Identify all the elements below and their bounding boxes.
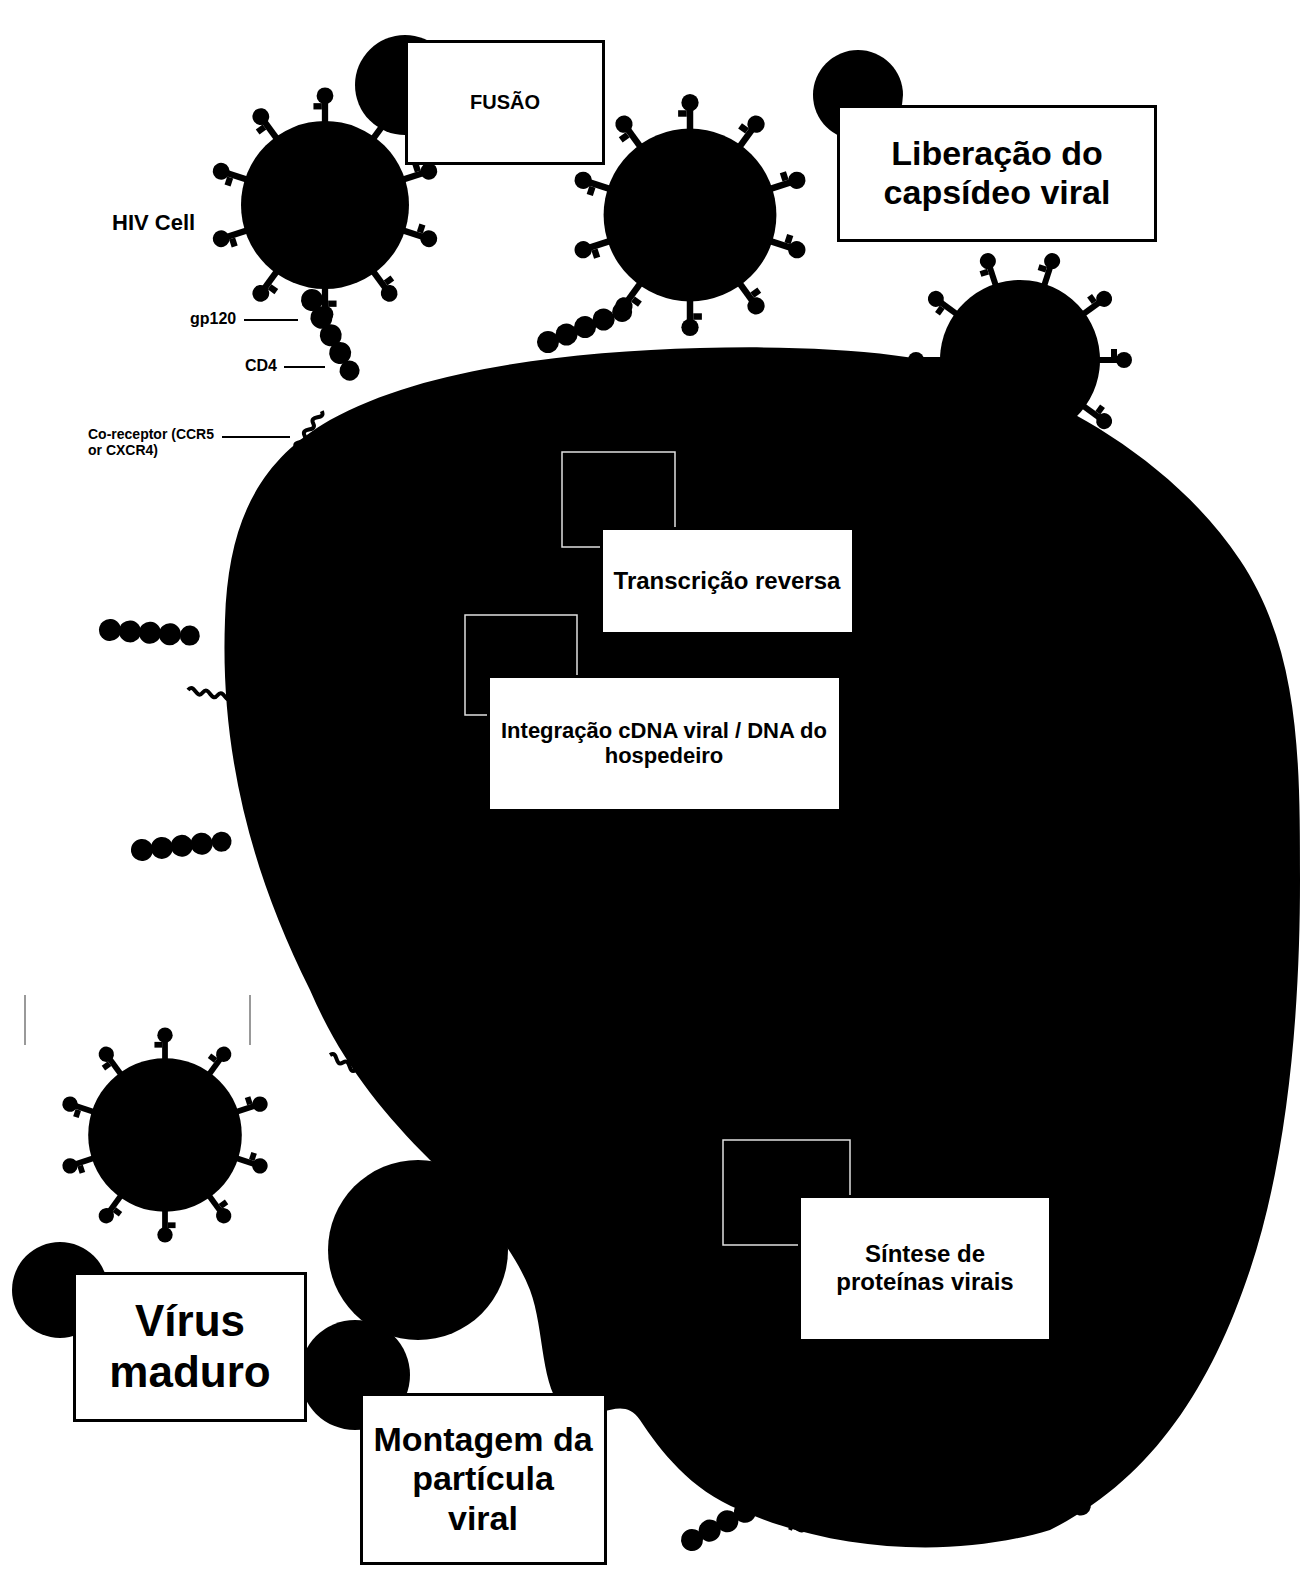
bracket-line	[249, 995, 251, 1045]
step-box: Liberação do capsídeo viral	[837, 105, 1157, 242]
mature-virion	[59, 1027, 270, 1242]
step-box: Montagem da partícula viral	[360, 1393, 607, 1565]
part-label: Co-receptor (CCR5 or CXCR4)	[88, 426, 216, 458]
cd4-receptor	[98, 618, 200, 647]
leader-line	[222, 436, 290, 438]
part-label: CD4	[245, 357, 277, 375]
step-box: Integração cDNA viral / DNA do hospedeir…	[487, 675, 842, 812]
host-cell	[224, 347, 1300, 1547]
step-label: Liberação do capsídeo viral	[850, 134, 1144, 212]
step-label: FUSÃO	[418, 91, 592, 114]
assembling-particle	[328, 1160, 508, 1340]
step-box: FUSÃO	[405, 40, 605, 165]
step-label: Transcrição reversa	[613, 567, 842, 595]
part-label: gp120	[190, 310, 236, 328]
co-receptor	[294, 410, 324, 450]
fusing-virion	[571, 94, 808, 336]
co-receptor	[1148, 1340, 1175, 1382]
step-label: Síntese de proteínas virais	[811, 1240, 1039, 1295]
step-label: Vírus maduro	[86, 1296, 294, 1397]
step-label: Integração cDNA viral / DNA do hospedeir…	[500, 718, 829, 769]
bracket-line	[24, 995, 26, 1045]
co-receptor	[188, 687, 233, 700]
leader-line	[284, 366, 325, 368]
cd4-receptor	[130, 830, 233, 862]
co-receptor	[329, 1053, 371, 1080]
cd4-receptor	[677, 1488, 777, 1555]
step-box: Vírus maduro	[73, 1272, 307, 1422]
step-box: Transcrição reversa	[600, 527, 855, 635]
step-box: Síntese de proteínas virais	[798, 1195, 1052, 1342]
cd4-receptor	[1020, 1425, 1096, 1520]
part-label: HIV Cell	[112, 210, 195, 235]
cd4-receptor	[297, 285, 364, 385]
cd4-receptor	[534, 298, 636, 356]
budding-virion	[881, 220, 1159, 501]
leader-line	[244, 319, 298, 321]
step-label: Montagem da partícula viral	[373, 1420, 594, 1537]
co-receptor	[790, 1520, 835, 1533]
